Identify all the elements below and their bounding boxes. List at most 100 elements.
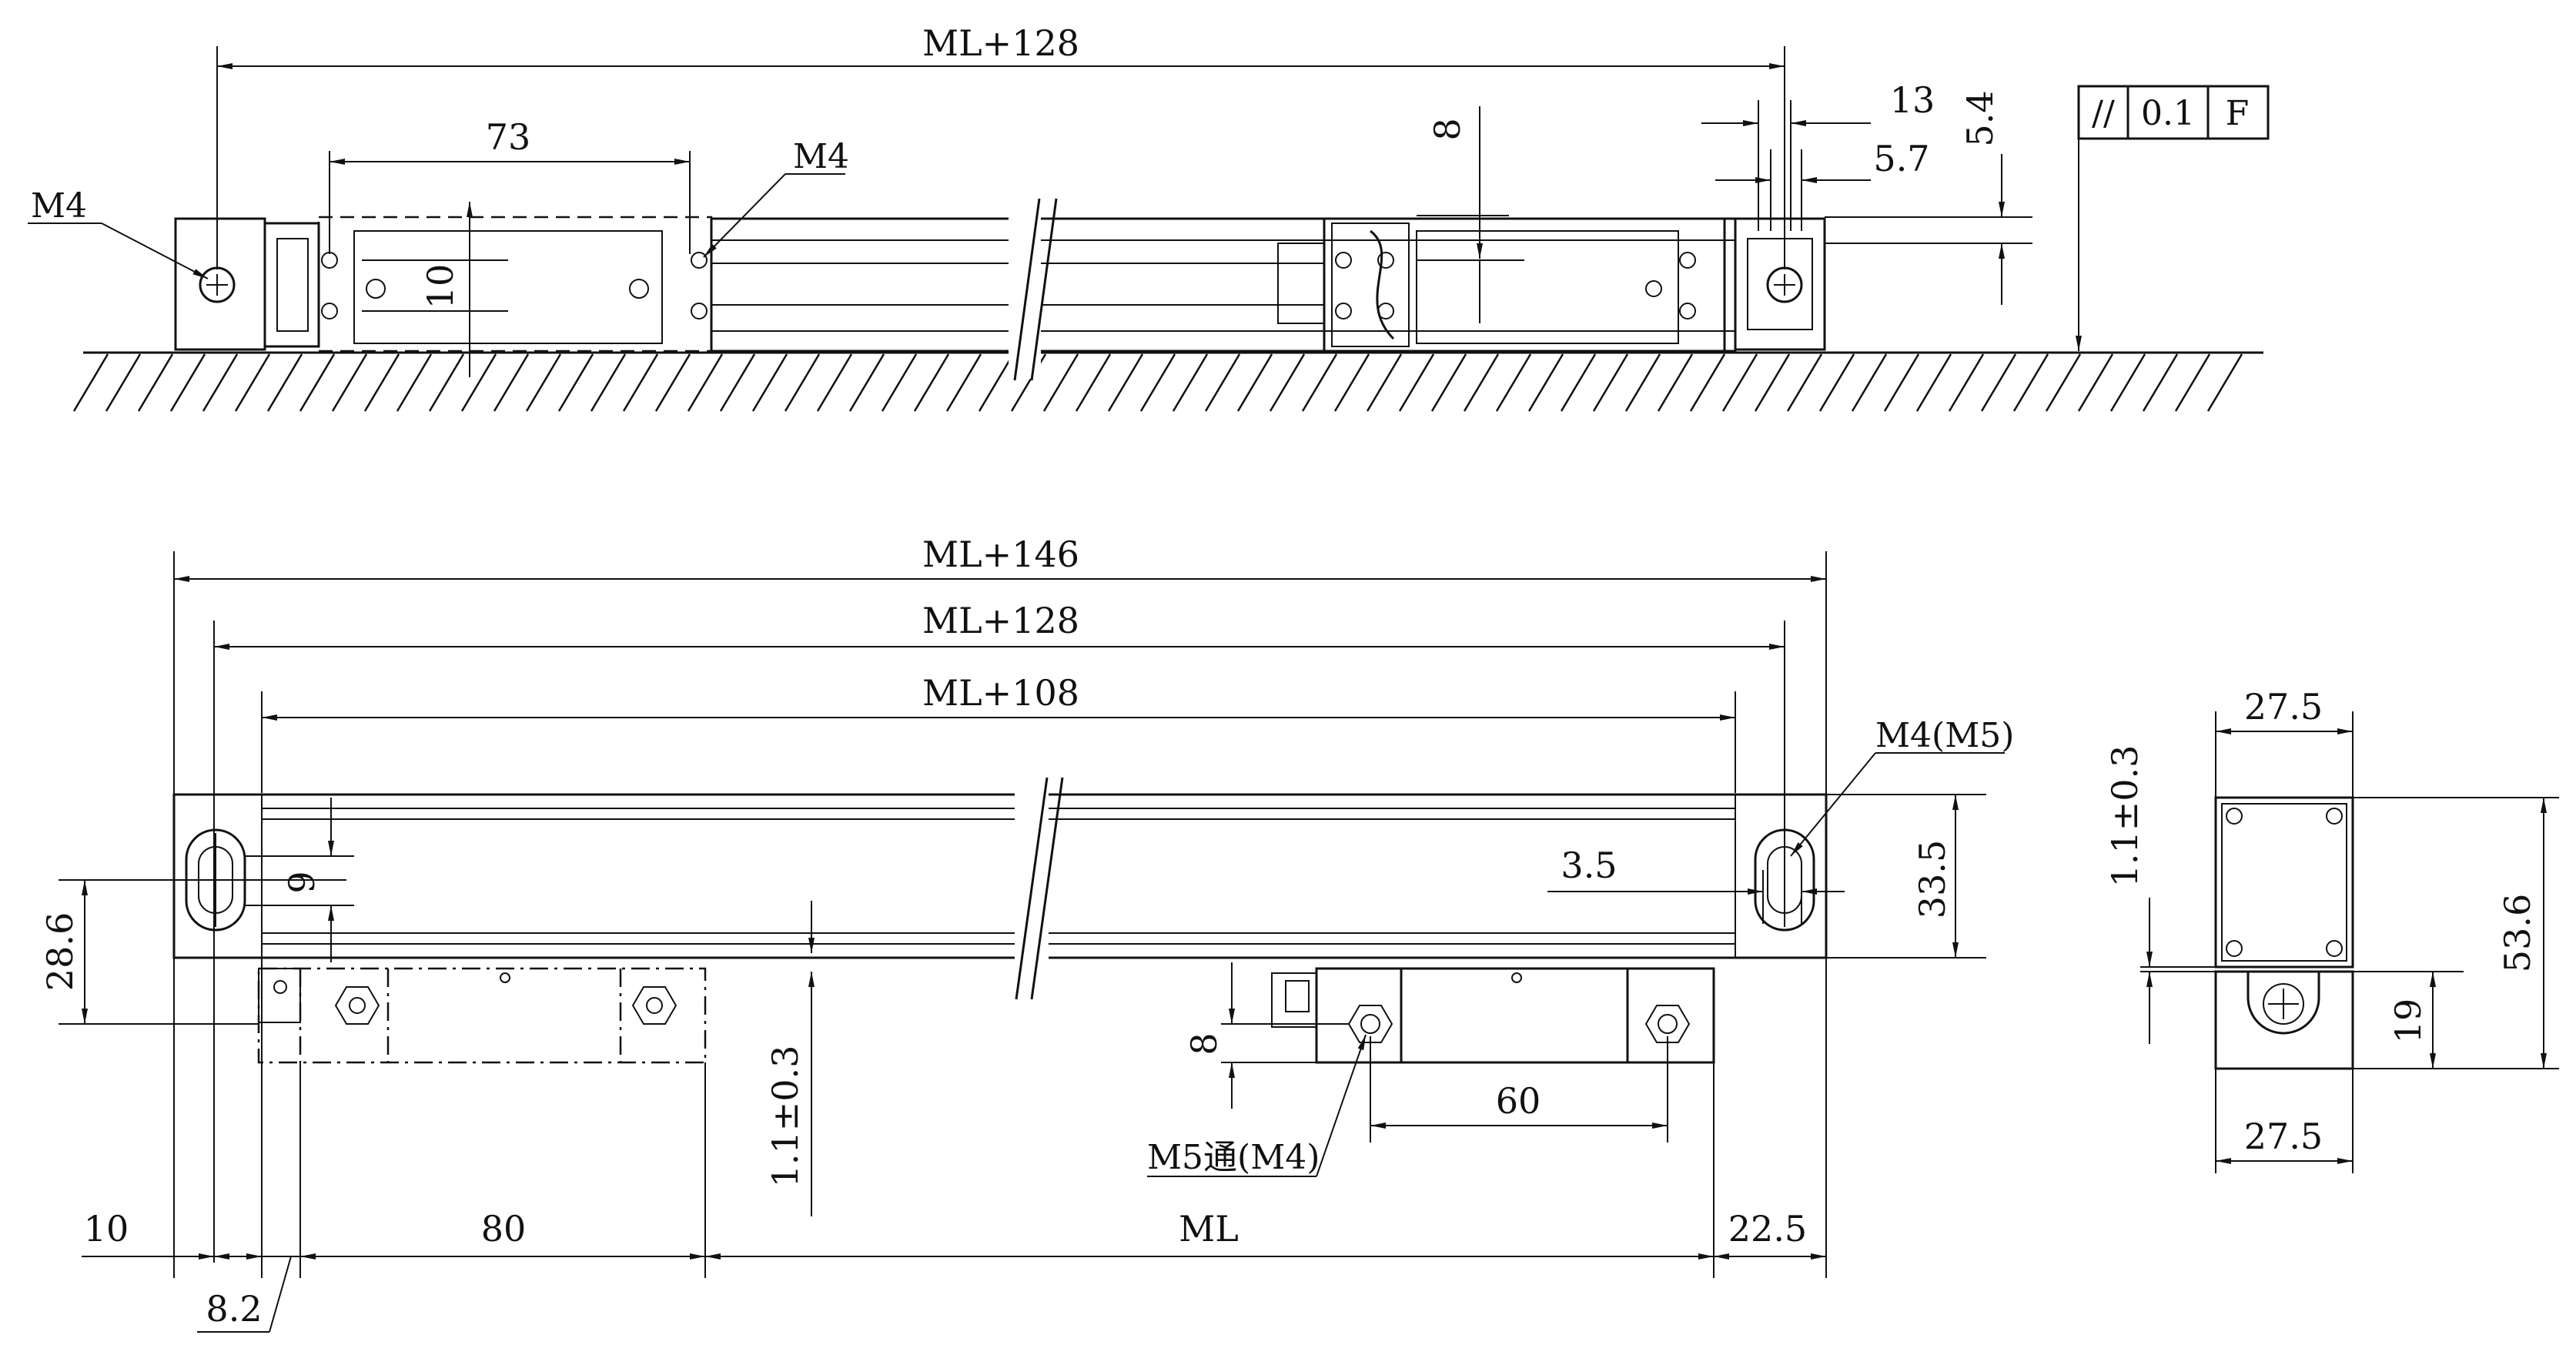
dim-left-10: 10 [84,1208,129,1250]
dim-reader-hole-spacing: 60 [1496,1080,1541,1122]
hatch-line [2045,353,2082,412]
tolerance-symbol: // [2092,94,2115,133]
hatch-line [1366,353,1403,412]
dim-body-length: ML+108 [922,672,1079,714]
dim-slot-depth: 8 [1427,118,1468,140]
hatch-line [1980,353,2017,412]
hatch-line [1398,353,1435,412]
hatch-line [654,353,691,412]
hatch-line [525,353,562,412]
label-reader-thread: M5通(M4) [1147,1138,1320,1177]
scale-body-front [172,793,1828,959]
front-view: ML+146 ML+128 ML+108 9 [39,534,2014,1333]
dim-80: 80 [481,1208,527,1250]
hatch-line [945,353,982,412]
hatch-line [1527,353,1564,412]
hatch-line [1333,353,1370,412]
dim-mount-spacing: 73 [486,116,531,158]
right-mount-slot [1754,828,1815,932]
dim-overall-length: ML+128 [922,22,1079,64]
side-upper-box [2214,796,2354,969]
hatch-line [1269,353,1306,412]
label-thread-left: M4 [31,186,87,226]
dim-hole-offset: 3.5 [1561,845,1617,886]
hatch-line [1172,353,1209,412]
hatch-line [2012,353,2049,412]
hatch-line [1463,353,1500,412]
hatch-line [169,353,206,412]
dim-total-length: ML+146 [922,534,1079,575]
hatch-line [1786,353,1823,412]
hatch-line [751,353,788,412]
hatch-line [396,353,433,412]
hatch-line [1948,353,1985,412]
hatch-line [428,353,465,412]
tolerance-value: 0.1 [2141,94,2195,133]
hatch-line [2109,353,2146,412]
hatch-line [1883,353,1920,412]
hatch-line [1301,353,1338,412]
hatch-line [137,353,174,412]
dim-side-lower-height: 19 [2387,999,2429,1044]
hatch-line [848,353,885,412]
hatch-line [1624,353,1661,412]
dim-side-bottom-width: 27.5 [2244,1116,2323,1157]
hatch-line [913,353,950,412]
hatch-line [1204,353,1241,412]
hatch-line [1818,353,1855,412]
dim-side-top-width: 27.5 [2244,686,2323,728]
hatch-line [1495,353,1532,412]
dim-side-gap: 1.1±0.3 [2104,745,2146,888]
hatch-line [1721,353,1758,412]
ground-hatch [72,351,2263,412]
side-view: 27.5 27.5 1.1±0.3 53.6 19 [2104,686,2559,1173]
hatch-line [234,353,271,412]
hatch-line [1915,353,1952,412]
hatch-line [2142,353,2179,412]
hatch-line [331,353,368,412]
hatch-line [1236,353,1273,412]
hatch-line [1139,353,1176,412]
right-end-block [1734,217,1826,351]
tolerance-frame: // 0.1 F [2076,85,2270,351]
hatch-line [72,353,109,412]
hatch-line [1851,353,1888,412]
hatch-line [266,353,303,412]
hatch-line [687,353,724,412]
dim-reader-offset: 8 [1183,1032,1225,1055]
reader-dashed-outline [317,216,713,353]
dim-22-5: 22.5 [1728,1208,1807,1250]
hatch-line [557,353,594,412]
hatch-line [881,353,918,412]
hatch-line [1107,353,1144,412]
dim-hole-spacing: ML+128 [922,600,1079,641]
hatch-line [1560,353,1597,412]
dim-8-2: 8.2 [206,1288,262,1330]
hatch-line [816,353,853,412]
dim-5-4: 5.4 [1959,90,2001,146]
hatch-line [1430,353,1467,412]
hatch-line [2174,353,2211,412]
tolerance-datum: F [2226,94,2250,133]
hatch-line [105,353,142,412]
dim-13: 13 [1890,79,1935,121]
label-thread-reader: M4 [793,137,849,176]
label-thread-right: M4(M5) [1875,716,2014,755]
dim-slot-width: 9 [281,871,323,893]
dim-mount-height: 10 [420,264,461,309]
dim-side-total-height: 53.6 [2497,894,2538,972]
top-view: ML+128 73 10 M4 M4 8 13 5.7 [28,22,2270,412]
hatch-line [1689,353,1726,412]
hatch-line [363,353,400,412]
dim-hole-height: 28.6 [39,912,81,991]
hatch-line [1754,353,1791,412]
hatch-line [2077,353,2114,412]
hatch-line [299,353,336,412]
hatch-line [460,353,497,412]
dim-5-7: 5.7 [1873,138,1929,179]
hatch-line [1075,353,1112,412]
dim-measuring-length: ML [1179,1208,1239,1250]
dim-gap-tolerance: 1.1±0.3 [764,1046,806,1188]
dim-body-height: 33.5 [1912,840,1953,918]
